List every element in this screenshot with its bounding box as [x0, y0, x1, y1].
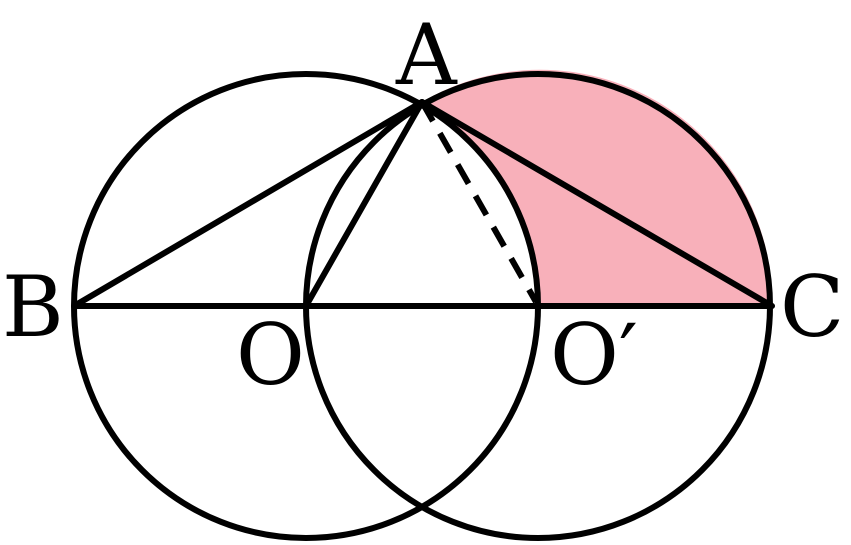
label-point-c: C: [780, 258, 844, 356]
segment-ao-prime-dashed: [419, 100, 539, 304]
label-point-o: O: [236, 306, 305, 404]
label-point-a: A: [395, 6, 458, 104]
shaded-region: [422, 69, 773, 307]
label-point-b: B: [2, 258, 64, 356]
segment-ao: [303, 99, 425, 309]
label-point-o-prime: O′: [550, 306, 638, 404]
segment-ab: [71, 99, 425, 309]
segment-ac: [419, 99, 775, 309]
